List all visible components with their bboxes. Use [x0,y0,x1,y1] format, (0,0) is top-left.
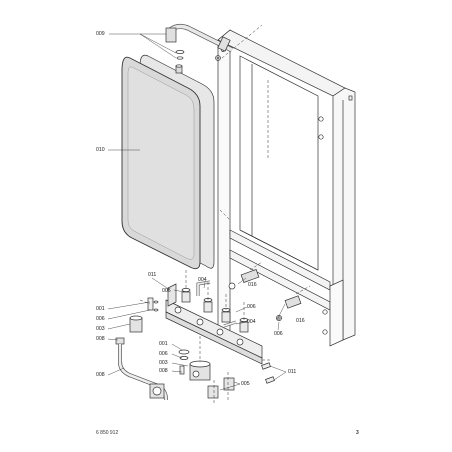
callout-006-middle: 006 [159,351,168,357]
connection-pipe [165,23,234,61]
callout-006-b: 006 [247,304,256,310]
callout-016-a: 016 [248,282,257,288]
mounting-frame [217,24,356,347]
callout-006-a: 006 [162,288,171,294]
callout-001-middle: 001 [159,341,168,347]
callout-010: 010 [96,147,105,153]
callout-006-left: 006 [96,316,105,322]
callout-001-left: 001 [96,306,105,312]
document-code: 6 850 912 [96,430,119,436]
expansion-vessel [121,54,215,270]
callout-008-left: 008 [96,336,105,342]
callout-003-middle: 003 [159,360,168,366]
leader-lines [107,33,287,391]
callout-003-left: 003 [96,326,105,332]
callout-009: 009 [96,31,105,37]
callout-004-b: 004 [247,319,256,325]
callout-011-top: 011 [148,272,157,278]
callout-016-b: 016 [296,318,305,324]
callout-008-lower: 008 [96,372,105,378]
callout-005: 005 [241,381,250,387]
callout-006-c: 006 [274,331,283,337]
callout-011-right: 011 [288,369,297,375]
callout-004-a: 004 [198,277,207,283]
page-number: 3 [356,430,359,436]
callout-008-middle: 008 [159,368,168,374]
fittings-assembly [115,261,311,404]
